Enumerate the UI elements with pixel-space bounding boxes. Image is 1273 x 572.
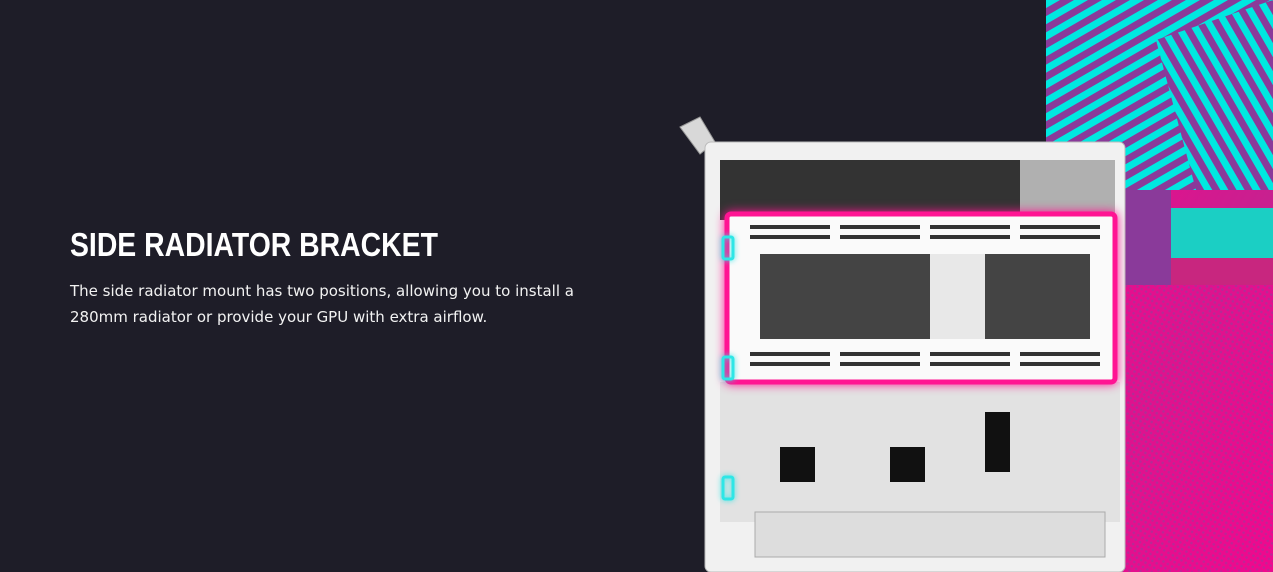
pc-case-product-image [679,116,1126,572]
section-description: The side radiator mount has two position… [70,282,574,326]
section-title: SIDE RADIATOR BRACKET [70,226,438,263]
